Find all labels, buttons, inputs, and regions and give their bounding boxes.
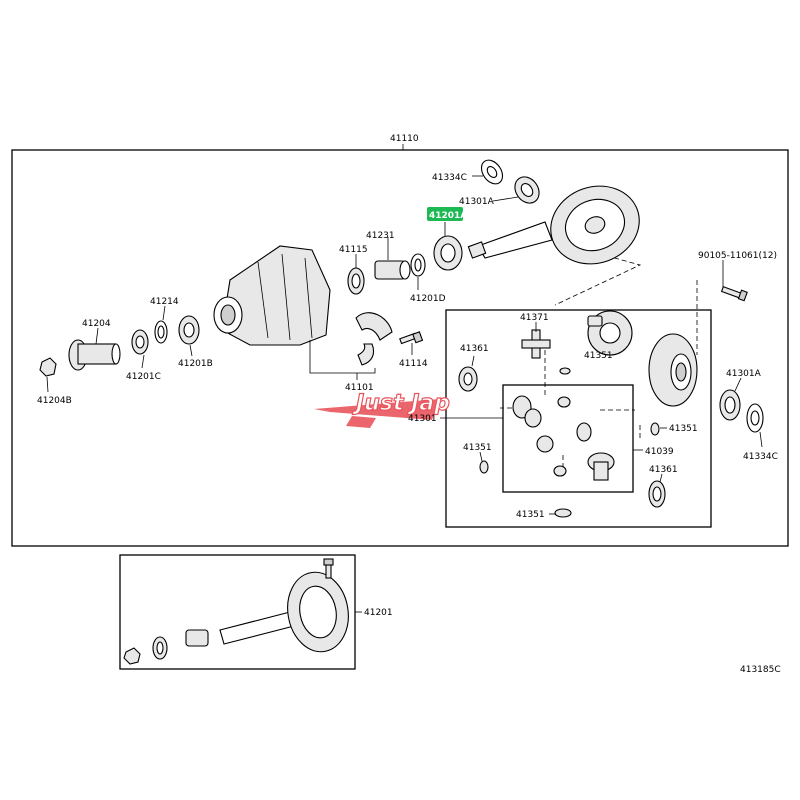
nut-41204b bbox=[39, 357, 57, 377]
pinion-gear-subframe bbox=[502, 384, 634, 493]
pinion-shaft-41371 bbox=[521, 329, 551, 359]
main-assembly-frame bbox=[11, 149, 789, 547]
assembly-label: 41110 bbox=[390, 134, 419, 144]
label-41334c-right: 41334C bbox=[743, 452, 778, 462]
washer-41361-right bbox=[648, 480, 666, 508]
bolt-90105 bbox=[720, 285, 748, 302]
label-41231: 41231 bbox=[366, 231, 395, 241]
label-41301a-top: 41301A bbox=[459, 197, 495, 207]
label-41201a: 41201A bbox=[429, 211, 467, 221]
thrust-washer-41351-bottom bbox=[554, 508, 572, 518]
bearing-41201b bbox=[178, 315, 200, 345]
spacer-41231 bbox=[374, 260, 411, 280]
label-41114: 41114 bbox=[399, 359, 428, 369]
differential-frame bbox=[445, 309, 712, 528]
ring-pinion-kit-parts bbox=[123, 558, 349, 665]
label-41204: 41204 bbox=[82, 319, 111, 329]
label-41101: 41101 bbox=[345, 383, 374, 393]
label-90105-11061: 90105-11061(12) bbox=[698, 251, 777, 261]
label-41204b: 41204B bbox=[37, 396, 72, 406]
companion-flange-41204 bbox=[68, 339, 121, 371]
thrust-washer-41351-right bbox=[650, 422, 660, 436]
leader-lines bbox=[46, 175, 763, 613]
label-41201b: 41201B bbox=[178, 359, 213, 369]
seal-41115 bbox=[347, 267, 365, 295]
label-41201d: 41201D bbox=[410, 294, 446, 304]
label-41201c: 41201C bbox=[126, 372, 161, 382]
differential-case bbox=[587, 310, 633, 356]
watermark-logo: Just Jap bbox=[314, 390, 451, 428]
differential-case-half bbox=[648, 333, 698, 407]
label-41214: 41214 bbox=[150, 297, 179, 307]
label-41371: 41371 bbox=[520, 313, 549, 323]
bearing-cap-41101 bbox=[355, 312, 393, 366]
label-41351-right: 41351 bbox=[669, 424, 698, 434]
label-41301: 41301 bbox=[408, 414, 437, 424]
label-41351-bottom: 41351 bbox=[516, 510, 545, 520]
label-41334c-top: 41334C bbox=[432, 173, 467, 183]
label-41351-left: 41351 bbox=[463, 443, 492, 453]
label-41361-left: 41361 bbox=[460, 344, 489, 354]
bearing-41301a-top bbox=[514, 176, 540, 204]
thrust-washer-41351-left bbox=[479, 460, 489, 474]
bearing-41201a bbox=[433, 235, 463, 271]
figure-code: 413185C bbox=[740, 665, 781, 675]
label-41301a-right: 41301A bbox=[726, 369, 762, 379]
watermark-text: Just Jap bbox=[352, 391, 450, 416]
washer-41201c bbox=[131, 329, 149, 355]
washer-41201d bbox=[410, 253, 426, 277]
label-41039: 41039 bbox=[645, 447, 674, 457]
label-41115: 41115 bbox=[339, 245, 368, 255]
highlight-41201a bbox=[427, 207, 463, 221]
bearing-41301a-right bbox=[719, 389, 741, 421]
differential-gears bbox=[512, 395, 615, 481]
ring-gear-and-pinion bbox=[467, 185, 640, 265]
oil-seal-41334c-right bbox=[746, 403, 764, 433]
label-41201: 41201 bbox=[364, 608, 393, 618]
seal-41214 bbox=[154, 320, 168, 344]
label-41351-top: 41351 bbox=[584, 351, 613, 361]
oil-seal-41334c-top bbox=[480, 159, 504, 185]
bolt-41114 bbox=[399, 331, 424, 345]
label-41361-right: 41361 bbox=[649, 465, 678, 475]
carrier-housing bbox=[213, 245, 331, 346]
washer-41361-left bbox=[458, 366, 478, 392]
thrust-washer-41351-top bbox=[559, 367, 571, 375]
